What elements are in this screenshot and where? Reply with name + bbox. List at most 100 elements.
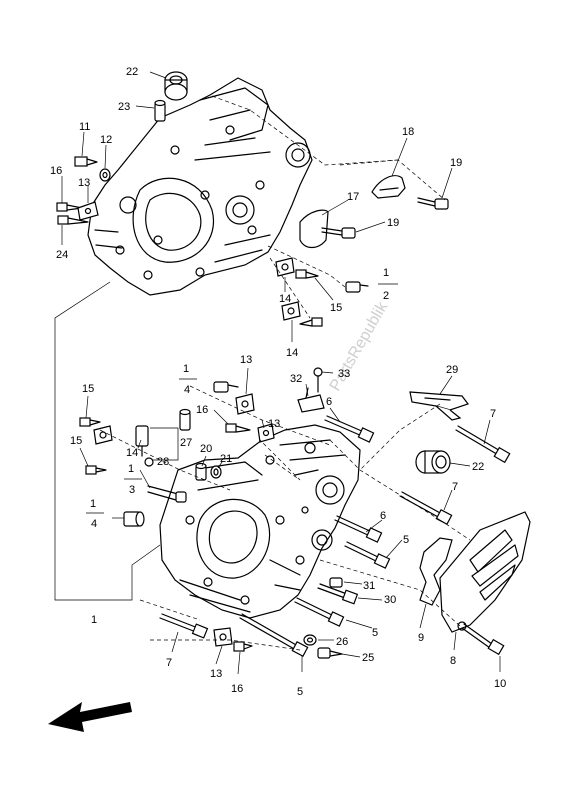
fraction-1-2-den: 2 <box>383 290 389 302</box>
bolt-part-15-lower-a <box>79 417 101 427</box>
bolt-part-7-bottom <box>159 613 209 639</box>
bolt-part-31 <box>329 577 343 588</box>
collar-part-1-4-a <box>213 381 239 393</box>
leader-6-right <box>329 407 341 423</box>
washer-part-12 <box>99 168 111 182</box>
fraction-callout-1-3: 1 3 <box>124 463 142 496</box>
bolt-part-30 <box>317 583 359 605</box>
leader-7-bottom <box>171 631 179 653</box>
callout-6-mid: 6 <box>380 510 386 522</box>
callout-16-lower: 16 <box>231 683 243 695</box>
dashed-guide-upper-1 <box>211 95 399 166</box>
leader-19-b <box>355 221 386 233</box>
leader-27-box <box>150 427 179 461</box>
leader-29 <box>439 375 453 395</box>
leader-23 <box>135 105 155 109</box>
bolt-part-25 <box>317 647 343 659</box>
callout-20: 20 <box>200 443 212 455</box>
callout-33: 33 <box>338 368 350 380</box>
oring-part-28 <box>144 457 154 467</box>
callout-7-mid: 7 <box>452 481 458 493</box>
bracket-part-13-mid <box>235 393 255 415</box>
callout-7-right: 7 <box>490 408 496 420</box>
callout-23: 23 <box>118 101 130 113</box>
callout-13-lower: 13 <box>210 668 222 680</box>
sprocket-cover-part-8 <box>439 511 531 633</box>
fraction-1-4-a-den: 4 <box>184 384 190 396</box>
callout-32: 32 <box>290 373 302 385</box>
left-crankcase-half <box>87 77 313 296</box>
callout-14-lower: 14 <box>126 447 138 459</box>
callout-5-bottom: 5 <box>297 686 303 698</box>
callout-22-top: 22 <box>126 66 138 78</box>
leader-32 <box>305 383 309 397</box>
leader-20 <box>201 455 207 467</box>
bolt-part-10 <box>461 623 505 656</box>
bolt-part-15-upper-b <box>299 317 323 327</box>
callout-16-upper: 16 <box>50 165 62 177</box>
callout-17: 17 <box>347 191 359 203</box>
leader-1-3 <box>139 469 151 489</box>
callout-31: 31 <box>363 580 375 592</box>
bracket-part-29 <box>409 391 469 421</box>
callout-19-a: 19 <box>450 157 462 169</box>
leader-19-a <box>441 167 453 199</box>
bracket-part-13-upper <box>77 201 99 221</box>
dashed-guide-upper-4 <box>269 257 311 319</box>
bolt-part-5-bottom <box>239 613 309 658</box>
callout-labels: 22 23 11 12 16 13 24 18 19 17 19 14 15 1… <box>50 66 506 698</box>
leader-13-lower <box>215 645 223 665</box>
fraction-callout-1-4-c: 1 4 <box>86 498 104 530</box>
leader-22-lower <box>449 462 471 467</box>
leader-6-mid <box>365 519 383 533</box>
leader-18 <box>391 137 408 177</box>
leader-16-lower <box>237 651 241 675</box>
dashed-guide-lower-2 <box>99 429 231 491</box>
leader-30 <box>357 597 383 601</box>
leader-5-mid <box>385 539 403 559</box>
guide-part-9 <box>419 537 453 606</box>
dashed-guide-lower-7 <box>259 439 301 481</box>
leader-12 <box>104 144 107 169</box>
collar-part-1-4-c <box>123 511 145 527</box>
bolt-part-15-upper-a <box>295 269 319 279</box>
callout-16-mid: 16 <box>196 404 208 416</box>
callout-12: 12 <box>100 134 112 146</box>
fraction-1-3-den: 3 <box>129 484 135 496</box>
bolt-part-11 <box>74 156 98 167</box>
callout-21: 21 <box>220 453 232 465</box>
bracket-part-13-lower <box>213 627 233 647</box>
leader-13-mid <box>245 367 249 395</box>
oring-part-21 <box>210 465 222 479</box>
callout-30: 30 <box>384 594 396 606</box>
leader-25 <box>341 653 361 658</box>
fraction-callout-1-2: 1 2 <box>378 267 398 302</box>
leader-7-mid <box>443 489 453 511</box>
callout-18: 18 <box>402 126 414 138</box>
callout-24: 24 <box>56 249 68 261</box>
bracket-part-14-upper-a <box>275 257 295 277</box>
fraction-1-3-num: 1 <box>128 463 134 475</box>
leader-31 <box>343 581 363 585</box>
callout-5-low: 5 <box>372 627 378 639</box>
fraction-1-4-c-den: 4 <box>91 518 97 530</box>
bracket-part-13-mid-b <box>257 423 275 443</box>
dowel-part-1-4-b <box>179 408 191 431</box>
dashed-guide-lower-6 <box>319 559 461 627</box>
right-crankcase-half <box>159 424 361 619</box>
callout-5-mid: 5 <box>403 534 409 546</box>
callout-15-lower-b: 15 <box>70 435 82 447</box>
bracket-part-14-upper-b <box>281 301 301 321</box>
bolt-part-6-mid <box>334 515 383 543</box>
leader-8 <box>453 631 457 651</box>
leader-22-top <box>149 71 167 79</box>
fraction-1-4-c-num: 1 <box>90 498 96 510</box>
bolt-part-15-lower-b <box>85 465 107 475</box>
bolt-part-19-a <box>417 197 449 210</box>
dashed-guide-lower-5 <box>139 599 301 651</box>
leader-17 <box>321 199 349 216</box>
switch-part-27 <box>135 425 149 457</box>
bolt-part-16-mid <box>225 423 251 433</box>
leader-15-lower-b <box>79 447 89 467</box>
